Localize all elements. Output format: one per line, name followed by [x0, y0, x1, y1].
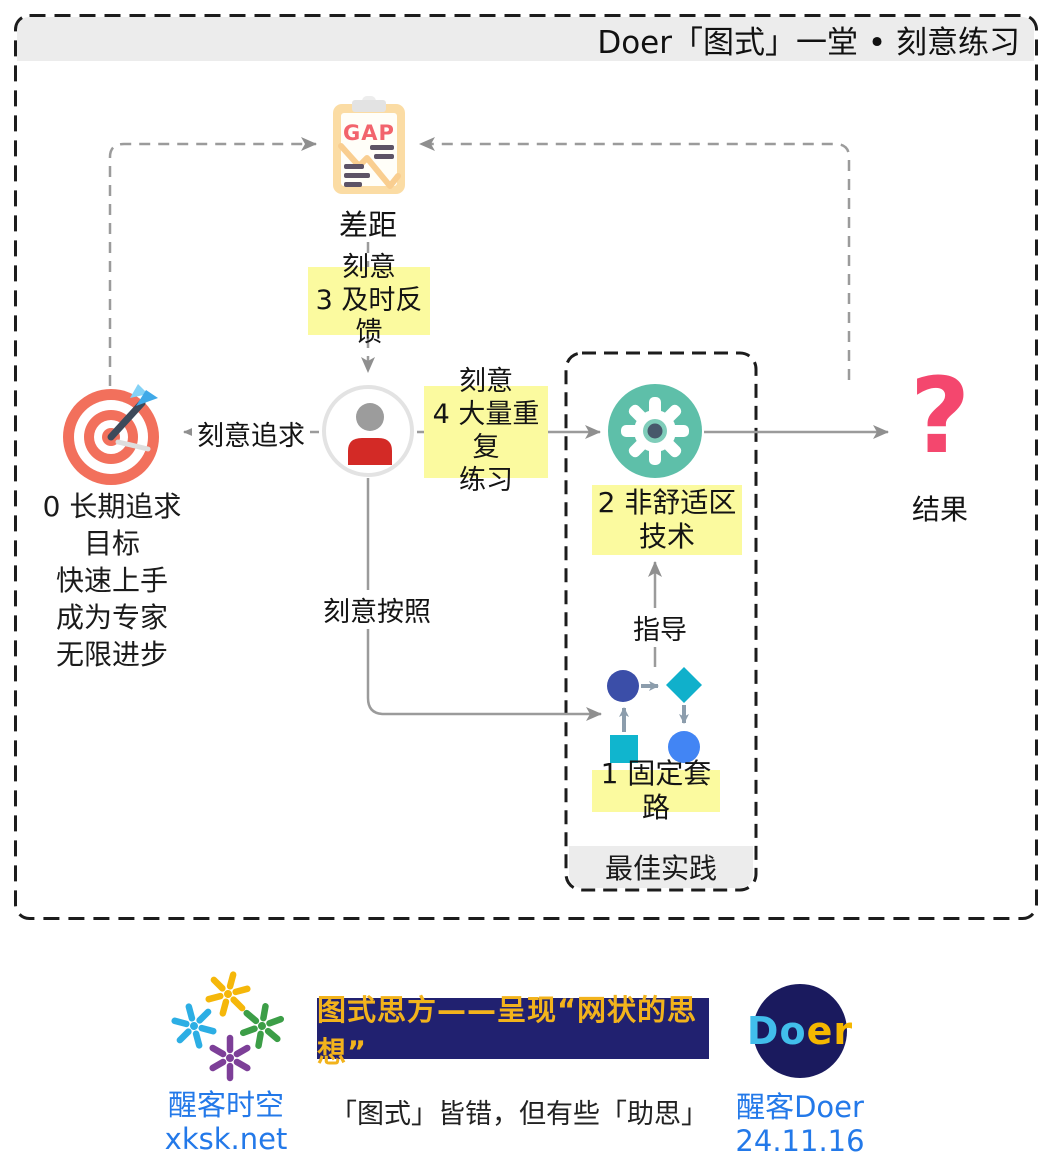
gear-node — [608, 384, 702, 478]
person-node — [322, 385, 414, 477]
repeat-line3: 练习 — [459, 464, 513, 496]
doer-date: 24.11.16 — [735, 1124, 865, 1158]
repeat-box: 刻意 4 大量重复 练习 — [424, 366, 548, 496]
routine-label: 1 固定套路 — [600, 756, 712, 824]
edge-goal-to-gap — [108, 137, 317, 386]
result-label: 结果 — [911, 493, 968, 526]
gap-label: 差距 — [338, 208, 397, 242]
diagram-title: Doer「图式」一堂 • 刻意练习 — [597, 24, 1020, 61]
guide-edge-label: 指导 — [626, 608, 694, 647]
routine-box: 1 固定套路 — [592, 757, 720, 824]
best-practice-strip: 最佳实践 — [569, 846, 753, 888]
edge-result-to-gap — [419, 137, 851, 380]
repeat-line2: 4 大量重复 — [432, 399, 540, 463]
banner: 图式思方——呈现“网状的思想” — [317, 993, 709, 1069]
target-icon — [63, 384, 159, 485]
comfort-line1: 2 非舒适区 — [597, 485, 737, 519]
edge-person-to-routine — [366, 478, 602, 721]
doer-logo-do: Do — [746, 1009, 807, 1053]
banner-text: 图式思方——呈现“网状的思想” — [317, 992, 698, 1069]
routine-shapes-icon — [607, 667, 702, 763]
goal-line5: 无限进步 — [55, 638, 168, 671]
person-icon — [348, 403, 392, 465]
goal-line1: 0 长期追求 — [42, 490, 182, 523]
feedback-line2: 3 及时反馈 — [315, 284, 423, 349]
feedback-box: 刻意 3 及时反馈 — [308, 252, 430, 348]
repeat-line1: 刻意 — [459, 366, 513, 398]
follow-edge-label: 刻意按照 — [318, 590, 436, 629]
goal-line4: 成为专家 — [55, 601, 168, 634]
comfort-line2: 技术 — [638, 520, 695, 553]
pursue-edge-label: 刻意追求 — [192, 414, 310, 453]
footer-caption: 「图式」皆错，但有些「助思」 — [330, 1099, 708, 1130]
goal-line2: 目标 — [83, 527, 140, 560]
best-practice-dashed-frame — [564, 351, 758, 892]
goal-line3: 快速上手 — [55, 564, 168, 597]
goal-text-block: 0 长期追求 目标 快速上手 成为专家 无限进步 — [6, 488, 218, 673]
doer-logo-er: er — [806, 1009, 854, 1053]
gap-clipboard-icon: GAP — [333, 96, 405, 194]
title-bar: Doer「图式」一堂 • 刻意练习 — [17, 17, 1034, 61]
outer-dashed-frame — [14, 14, 1038, 920]
xksk-name: 醒客时空 — [167, 1088, 284, 1122]
xksk-site: xksk.net — [164, 1122, 288, 1156]
gap-icon-text: GAP — [343, 121, 395, 145]
xksk-logo-icon — [170, 966, 286, 1082]
result-question-mark: ? — [909, 355, 971, 477]
feedback-line1: 刻意 — [342, 251, 396, 283]
comfort-box: 2 非舒适区 技术 — [592, 485, 742, 555]
gear-icon — [621, 397, 689, 465]
doer-name: 醒客Doer — [736, 1090, 864, 1124]
best-practice-label: 最佳实践 — [604, 852, 717, 885]
